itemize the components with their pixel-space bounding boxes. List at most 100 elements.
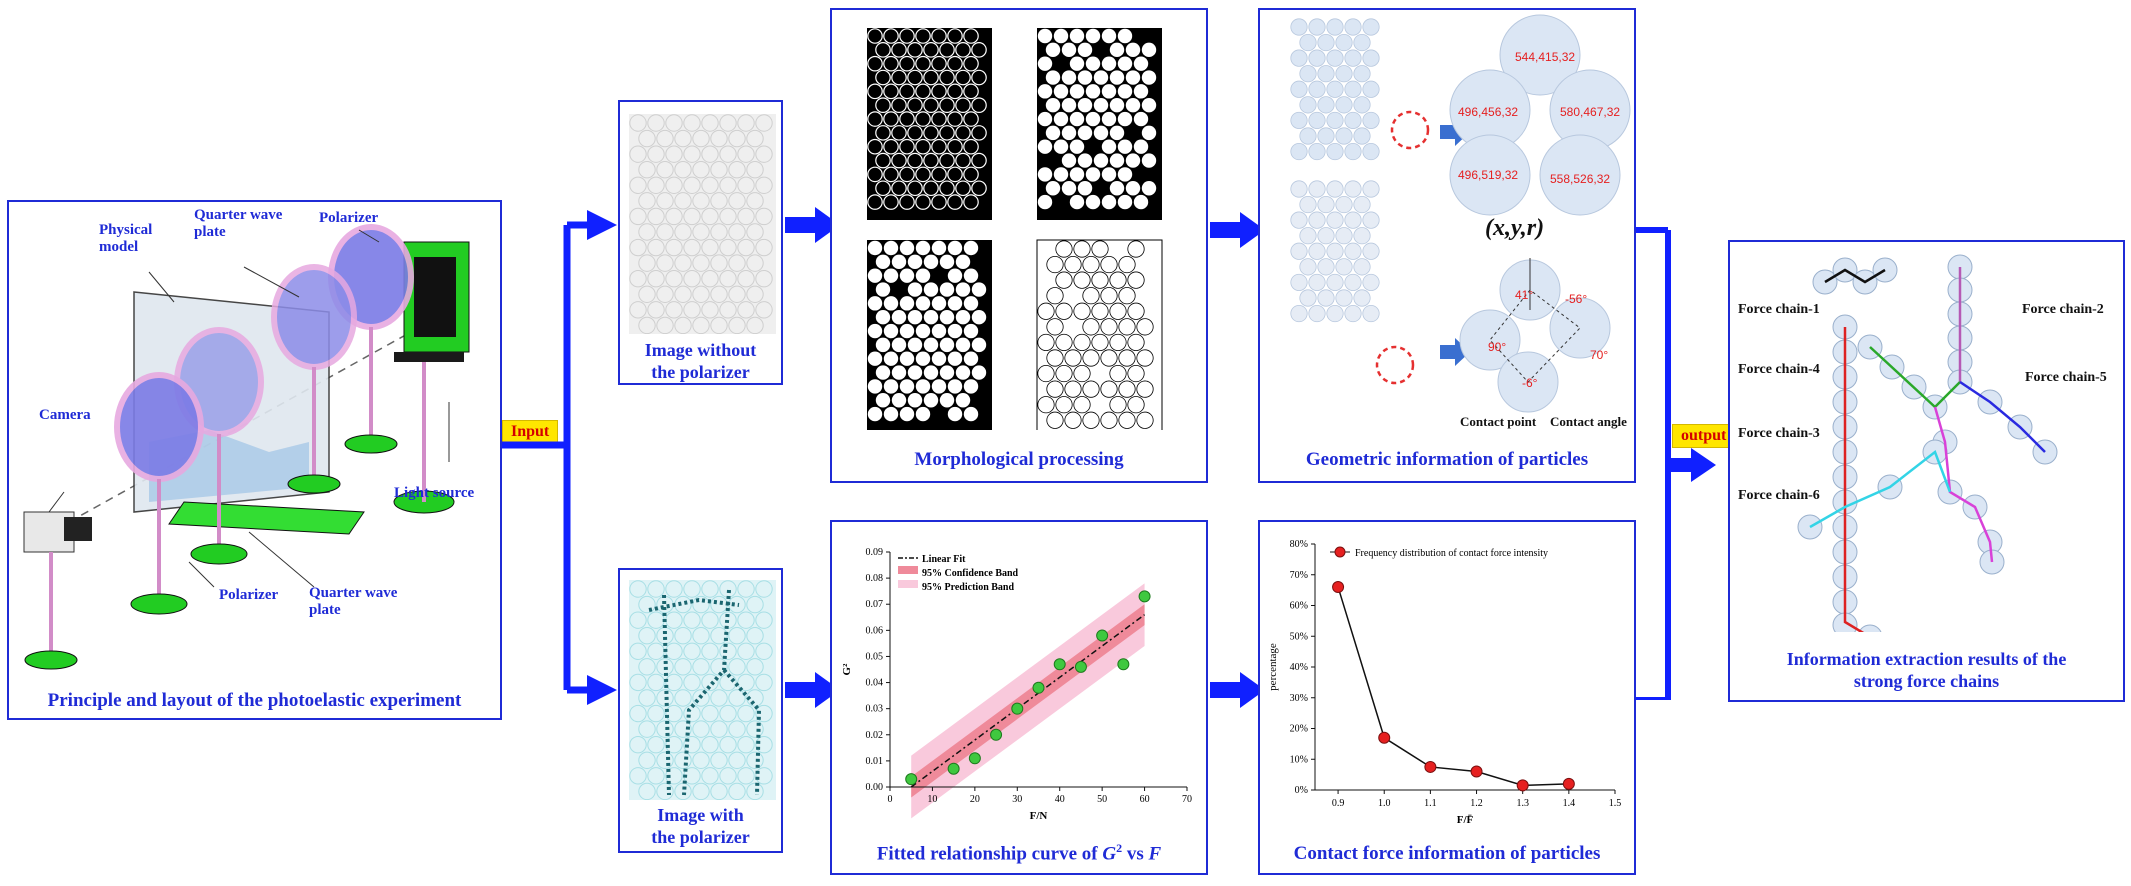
x-tick-label: 10 xyxy=(927,794,937,805)
chain-label-1: Force chain-1 xyxy=(1738,302,1820,317)
arrow-to-contact xyxy=(1210,672,1265,708)
data-point xyxy=(1011,702,1024,715)
x-tick-label: 1.1 xyxy=(1424,798,1437,809)
x-tick-label: 1.3 xyxy=(1516,798,1529,809)
with-polarizer-caption-line2: the polarizer xyxy=(651,827,750,847)
contact-caption: Contact force information of particles xyxy=(1293,843,1601,864)
data-point xyxy=(1516,779,1529,792)
y-axis-label: percentage xyxy=(1267,643,1279,691)
contact-point-label: Contact point xyxy=(1460,414,1537,429)
fit-caption-f: F xyxy=(1148,843,1162,864)
data-point xyxy=(1053,658,1066,671)
label-light-source: Light source xyxy=(394,485,475,501)
label-physical-model: Physical model xyxy=(99,222,153,255)
data-point xyxy=(1562,777,1575,790)
x-tick-label: 1.4 xyxy=(1563,798,1576,809)
data-point xyxy=(905,773,918,786)
y-tick-label: 20% xyxy=(1290,724,1308,735)
y-tick-label: 0.04 xyxy=(866,678,884,689)
angle-5: -6° xyxy=(1522,376,1538,390)
y-axis-label: G² xyxy=(841,663,853,676)
contact-angle-label: Contact angle xyxy=(1550,414,1627,429)
y-tick-label: 0.05 xyxy=(866,651,884,662)
x-tick-label: 20 xyxy=(970,794,980,805)
output-tag: output xyxy=(1672,424,1736,448)
chain-label-6: Force chain-6 xyxy=(1738,488,1820,503)
x-tick-label: 60 xyxy=(1140,794,1150,805)
y-tick-label: 40% xyxy=(1290,662,1308,673)
y-tick-label: 0.02 xyxy=(866,730,884,741)
xyr-label: (x,y,r) xyxy=(1485,215,1545,241)
x-tick-label: 40 xyxy=(1055,794,1065,805)
coord-2: 496,456,32 xyxy=(1458,105,1519,119)
legend-confidence-swatch xyxy=(898,566,918,574)
legend-prediction-swatch xyxy=(898,580,918,588)
y-tick-label: 0% xyxy=(1295,785,1308,796)
coord-4: 496,519,32 xyxy=(1458,168,1519,182)
arrow-to-fit xyxy=(785,672,840,708)
data-point xyxy=(1032,681,1045,694)
no-polarizer-caption-line2: the polarizer xyxy=(651,362,750,382)
data-point xyxy=(1470,765,1483,778)
x-axis-label: F/F̄ xyxy=(1457,814,1474,826)
x-tick-label: 70 xyxy=(1182,794,1192,805)
y-tick-label: 70% xyxy=(1290,570,1308,581)
y-tick-label: 0.01 xyxy=(866,756,884,767)
x-tick-label: 0.9 xyxy=(1332,798,1345,809)
connector-input xyxy=(502,210,617,705)
experiment-panel: Physical model Quarter wave plate Polari… xyxy=(7,200,502,720)
legend-label: 95% Confidence Band xyxy=(922,568,1019,579)
label-polarizer-top: Polarizer xyxy=(319,210,379,226)
y-tick-label: 0.06 xyxy=(866,625,884,636)
no-polarizer-panel: Image without the polarizer xyxy=(618,100,783,385)
fit-caption-sup: 2 xyxy=(1116,840,1123,855)
morphology-images xyxy=(867,28,1163,430)
x-tick-label: 1.2 xyxy=(1470,798,1483,809)
geometric-caption: Geometric information of particles xyxy=(1305,449,1589,470)
experiment-caption: Principle and layout of the photoelastic… xyxy=(47,690,462,711)
chain-label-4: Force chain-4 xyxy=(1738,362,1820,377)
y-tick-label: 0.08 xyxy=(866,573,884,584)
y-tick-label: 50% xyxy=(1290,631,1308,642)
morphology-caption: Morphological processing xyxy=(914,449,1124,470)
data-point xyxy=(968,752,981,765)
x-tick-label: 50 xyxy=(1097,794,1107,805)
label-quarter-wave-bottom: Quarter wave plate xyxy=(309,585,398,618)
angle-1: 41° xyxy=(1515,288,1534,302)
angle-3: 90° xyxy=(1488,340,1507,354)
coord-5: 558,526,32 xyxy=(1550,172,1611,186)
legend-label: Frequency distribution of contact force … xyxy=(1355,548,1548,559)
data-point xyxy=(1117,658,1130,671)
x-tick-label: 1.0 xyxy=(1378,798,1391,809)
label-camera: Camera xyxy=(39,407,91,423)
grey-particle-image xyxy=(629,114,776,334)
geometric-illustration xyxy=(1290,14,1631,413)
data-point xyxy=(1332,581,1345,594)
y-tick-label: 0.09 xyxy=(866,547,884,558)
force-chain-figure xyxy=(1797,254,2058,632)
data-point xyxy=(1424,760,1437,773)
y-tick-label: 0.00 xyxy=(866,782,884,793)
result-caption-line1: Information extraction results of the xyxy=(1786,649,2067,669)
experiment-illustration xyxy=(23,224,470,670)
y-tick-label: 0.03 xyxy=(866,704,884,715)
fit-line xyxy=(910,614,1146,788)
fit-caption-g: G xyxy=(1102,843,1117,864)
arrow-to-geometric xyxy=(1210,212,1265,248)
x-tick-label: 1.5 xyxy=(1609,798,1622,809)
no-polarizer-caption: Image without the polarizer xyxy=(620,339,781,383)
with-polarizer-caption-line1: Image with xyxy=(657,805,744,825)
series-line xyxy=(1337,586,1569,787)
result-caption: Information extraction results of the st… xyxy=(1730,648,2123,692)
geometric-panel: 544,415,32 496,456,32 580,467,32 496,519… xyxy=(1258,8,1636,483)
y-tick-label: 80% xyxy=(1290,539,1308,550)
data-point xyxy=(1138,590,1151,603)
x-axis-label: F/N xyxy=(1030,810,1048,822)
legend-label: Linear Fit xyxy=(922,554,966,565)
fit-caption-prefix: Fitted relationship curve of xyxy=(876,843,1103,864)
chain-label-3: Force chain-3 xyxy=(1738,426,1820,441)
fit-caption: Fitted relationship curve of G2 vs F xyxy=(832,841,1206,865)
